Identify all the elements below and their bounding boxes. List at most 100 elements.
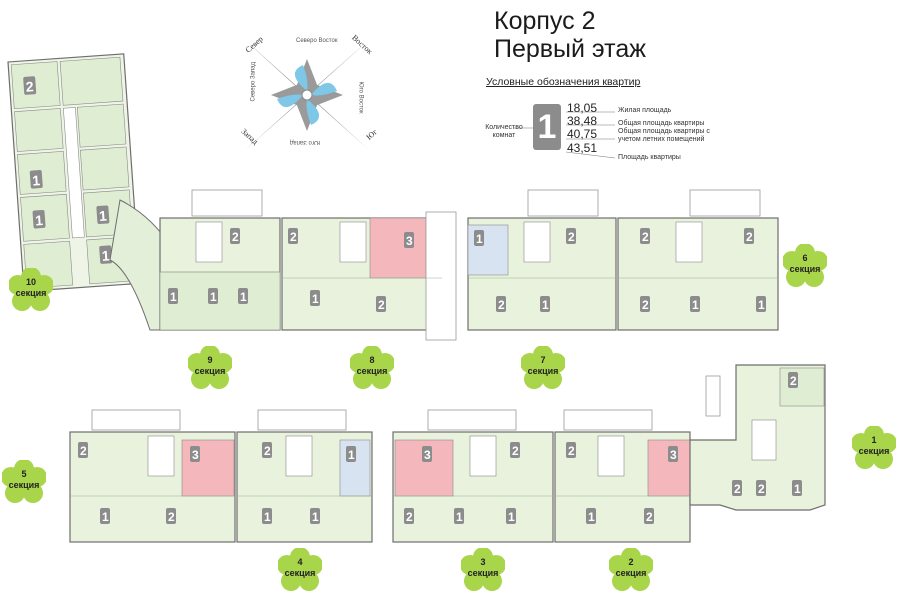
svg-text:2: 2	[232, 230, 239, 244]
section-badge-4[interactable]: 4 секция	[278, 548, 322, 592]
legend-value-living: 18,05	[567, 101, 598, 115]
section-number: 8	[369, 355, 375, 365]
compass-ne: Северо Восток	[296, 38, 338, 44]
svg-text:1: 1	[456, 510, 463, 524]
svg-text:1: 1	[264, 510, 271, 524]
svg-text:1: 1	[758, 298, 765, 312]
legend-label-area: Площадь квартиры	[618, 154, 681, 161]
svg-text:2: 2	[758, 482, 765, 496]
svg-text:1: 1	[312, 510, 319, 524]
svg-text:2: 2	[568, 444, 575, 458]
section-badge-9[interactable]: 9 секция	[188, 346, 232, 390]
section-number: 1	[871, 435, 877, 445]
flower-badge-icon	[350, 346, 394, 389]
flower-badge-icon	[783, 244, 827, 287]
svg-text:2: 2	[168, 510, 175, 524]
section-number: 6	[802, 253, 808, 263]
svg-text:2: 2	[642, 298, 649, 312]
section-label: секция	[356, 366, 388, 376]
svg-text:1: 1	[35, 212, 44, 229]
flower-badge-icon	[461, 548, 505, 591]
section-label: секция	[789, 264, 821, 274]
svg-text:1: 1	[542, 298, 549, 312]
flower-badge-icon	[9, 268, 53, 311]
svg-text:2: 2	[734, 482, 741, 496]
section-number: 5	[21, 469, 27, 479]
svg-text:2: 2	[378, 298, 385, 312]
svg-text:1: 1	[794, 482, 801, 496]
section-badge-7[interactable]: 7 секция	[521, 346, 565, 390]
svg-text:3: 3	[192, 448, 199, 462]
svg-text:1: 1	[102, 510, 109, 524]
flower-badge-icon	[278, 548, 322, 591]
svg-text:1: 1	[240, 290, 247, 304]
svg-text:2: 2	[646, 510, 653, 524]
section-badge-2[interactable]: 2 секция	[609, 548, 653, 592]
section-badge-10[interactable]: 10 секция	[9, 268, 53, 312]
legend-value-summer: 40,75	[567, 127, 598, 141]
section-label: секция	[194, 366, 226, 376]
page-subtitle: Первый этаж	[494, 35, 646, 63]
svg-text:1: 1	[210, 290, 217, 304]
svg-text:2: 2	[746, 230, 753, 244]
section-label: секция	[858, 446, 890, 456]
svg-text:1: 1	[98, 207, 107, 224]
svg-text:2: 2	[80, 444, 87, 458]
legend-value-total: 38,48	[567, 114, 598, 128]
section-label: секция	[8, 480, 40, 490]
svg-text:1: 1	[476, 232, 483, 246]
svg-text:1: 1	[588, 510, 595, 524]
section-label: секция	[467, 568, 499, 578]
section-number: 2	[628, 557, 634, 567]
section-label: секция	[527, 366, 559, 376]
section-badge-5[interactable]: 5 секция	[2, 460, 46, 504]
section-number: 9	[207, 355, 213, 365]
section-label: секция	[15, 288, 47, 298]
page-title: Корпус 2	[494, 7, 596, 35]
section-badge-8[interactable]: 8 секция	[350, 346, 394, 390]
flower-badge-icon	[521, 346, 565, 389]
section-number: 3	[480, 557, 486, 567]
svg-text:2: 2	[290, 230, 297, 244]
section-label: секция	[615, 568, 647, 578]
svg-text:2: 2	[642, 230, 649, 244]
legend-room-badge: 1	[533, 104, 561, 150]
svg-text:2: 2	[568, 230, 575, 244]
section-number: 10	[25, 277, 36, 287]
section-badge-6[interactable]: 6 секция	[783, 244, 827, 288]
svg-text:2: 2	[512, 444, 519, 458]
legend-label-living: Жилая площадь	[618, 107, 672, 114]
svg-text:1: 1	[101, 247, 110, 264]
section-number: 7	[540, 355, 546, 365]
flower-badge-icon	[852, 426, 896, 469]
section-number: 4	[297, 557, 303, 567]
svg-text:1: 1	[348, 448, 355, 462]
legend-value-area: 43,51	[567, 141, 598, 155]
section-label: секция	[284, 568, 316, 578]
svg-text:3: 3	[670, 448, 677, 462]
section-badge-1[interactable]: 1 секция	[852, 426, 896, 470]
flower-badge-icon	[609, 548, 653, 591]
upper-row-plan: 1 1 1 2 2 1 2 3 1 2 1 2 2 2 1 2 1	[159, 189, 779, 341]
flower-badge-icon	[188, 346, 232, 389]
svg-text:1: 1	[692, 298, 699, 312]
legend-rooms-label: Количество комнат	[485, 124, 523, 139]
svg-text:3: 3	[406, 234, 413, 248]
svg-text:1: 1	[170, 290, 177, 304]
svg-text:2: 2	[790, 374, 797, 388]
svg-text:1: 1	[32, 172, 41, 189]
svg-text:2: 2	[406, 510, 413, 524]
legend-label-total: Общая площадь квартиры	[618, 120, 705, 127]
legend-title: Условные обозначения квартир	[486, 76, 641, 88]
flower-badge-icon	[2, 460, 46, 503]
section-badge-3[interactable]: 3 секция	[461, 548, 505, 592]
svg-text:1: 1	[312, 292, 319, 306]
svg-text:2: 2	[264, 444, 271, 458]
svg-text:2: 2	[498, 298, 505, 312]
svg-text:1: 1	[508, 510, 515, 524]
svg-text:2: 2	[25, 78, 34, 95]
legend-label-summer: Общая площадь квартиры с учетом летних п…	[618, 128, 710, 143]
